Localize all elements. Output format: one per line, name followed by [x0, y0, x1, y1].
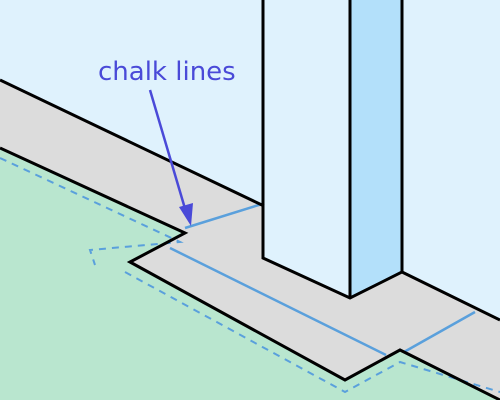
- slab-top-edge-left: [0, 78, 265, 208]
- floor-slab: [0, 80, 500, 400]
- slab-top-edge-right: [401, 270, 500, 322]
- slab-front-edge: [0, 146, 500, 400]
- column-side-face: [350, 0, 402, 298]
- arrow-head: [179, 203, 193, 226]
- dashed-chalk-lines: [0, 157, 500, 394]
- dashed-chalk-line-bottom: [124, 271, 500, 394]
- arrow-shaft: [148, 89, 188, 213]
- annotation-arrow: [148, 89, 193, 226]
- solid-chalk-lines: [169, 202, 476, 357]
- chalk-line-long: [169, 246, 387, 357]
- chalk-lines-label: chalk lines: [98, 57, 236, 87]
- chalk-line-front-right: [403, 310, 476, 354]
- chalk-line-front-left: [184, 202, 263, 230]
- column-front-face: [263, 0, 350, 298]
- ground-area: [0, 148, 500, 400]
